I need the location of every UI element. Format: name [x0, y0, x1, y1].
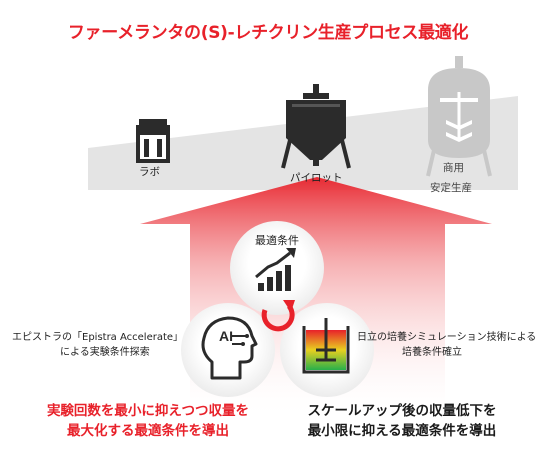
ai-label: AI	[219, 328, 233, 344]
bottom-right-line1: スケールアップ後の収量低下を	[307, 403, 497, 419]
stage-commercial-sub-label: 安定生産	[430, 182, 472, 194]
left-description-line1: エピストラの「Epistra Accelerate」	[12, 332, 184, 343]
left-description-line2: による実験条件探索	[60, 347, 150, 358]
lab-container-icon	[136, 119, 170, 163]
ai-circle	[181, 303, 275, 397]
cycle-arrow-icon	[261, 300, 295, 332]
right-description: 日立の培養シミュレーション技術による 培養条件確立	[357, 330, 536, 360]
left-description: エピストラの「Epistra Accelerate」 による実験条件探索	[12, 330, 183, 360]
page-title: ファーメランタの(S)-レチクリン生産プロセス最適化	[67, 23, 469, 43]
stage-commercial-label: 商用	[443, 162, 464, 174]
bottom-left-line2: 最大化する最適条件を導出	[67, 423, 229, 439]
stage-lab-label: ラボ	[139, 166, 160, 178]
growth-chart-icon	[255, 248, 296, 291]
optimum-label: 最適条件	[255, 234, 299, 247]
bottom-right-caption: スケールアップ後の収量低下を 最小限に抑える最適条件を導出	[282, 401, 522, 441]
optimum-circle	[230, 221, 324, 315]
right-description-line2: 培養条件確立	[402, 347, 462, 358]
ai-head-icon	[201, 316, 258, 380]
pilot-reactor-icon	[281, 84, 351, 169]
bottom-right-line2: 最小限に抑える最適条件を導出	[307, 423, 497, 439]
bioreactor-icon	[302, 318, 350, 374]
right-description-line1: 日立の培養シミュレーション技術による	[357, 332, 536, 343]
bottom-left-caption: 実験回数を最小に抑えつつ収量を 最大化する最適条件を導出	[28, 401, 268, 441]
bottom-left-line1: 実験回数を最小に抑えつつ収量を	[46, 403, 250, 419]
commercial-tank-icon	[426, 56, 492, 177]
stage-pilot-label: パイロット	[290, 172, 343, 184]
